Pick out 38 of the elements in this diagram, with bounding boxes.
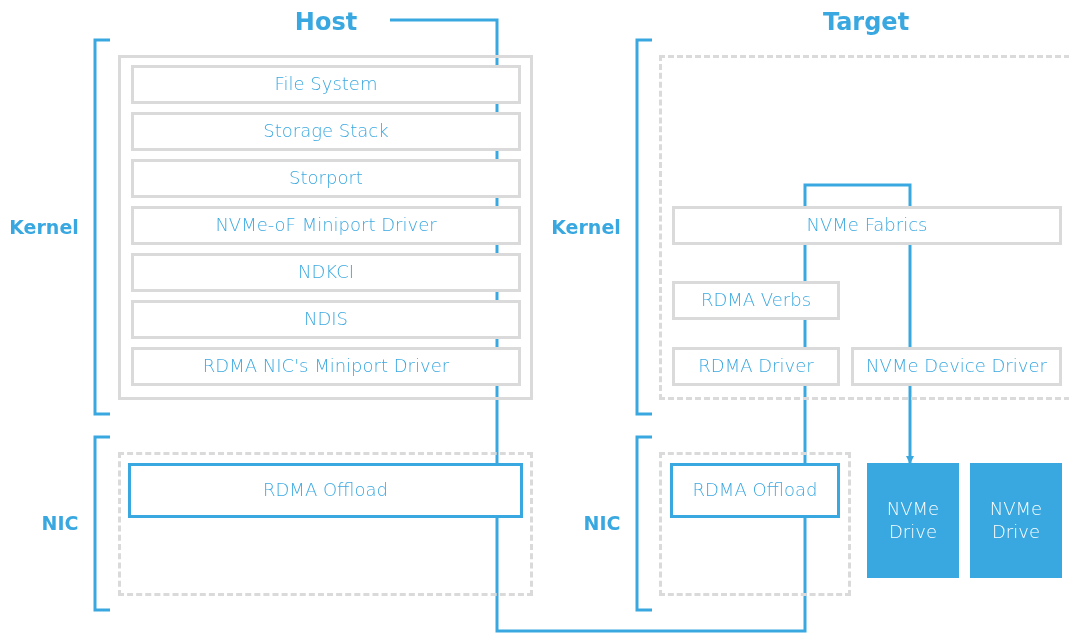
layer-box: Storport: [131, 159, 521, 198]
offload-box: RDMA Offload: [670, 463, 840, 518]
layer-box: Storage Stack: [131, 112, 521, 151]
layer-panel: [118, 55, 533, 400]
layer-box: RDMA NIC's Miniport Driver: [131, 347, 521, 386]
connector-line: [495, 518, 807, 633]
layer-label: NIC: [583, 512, 621, 534]
layer-box: NDIS: [131, 300, 521, 339]
layer-box: NVMe Device Driver: [851, 347, 1062, 386]
layer-label: NIC: [41, 512, 79, 534]
layer-box: NDKCI: [131, 253, 521, 292]
column-heading: Target: [822, 8, 910, 36]
layer-box: RDMA Verbs: [672, 281, 840, 320]
offload-box: RDMA Offload: [128, 463, 523, 518]
connector-line: [803, 320, 807, 347]
group-frame: [659, 452, 851, 596]
drive-block: NVMe Drive: [970, 463, 1062, 578]
connector-line: [803, 245, 807, 281]
layer-label: Kernel: [9, 216, 79, 238]
group-frame: [118, 452, 533, 596]
layer-box: NVMe Fabrics: [672, 206, 1062, 245]
connector-line: [495, 386, 499, 463]
layer-box: RDMA Driver: [672, 347, 840, 386]
connector-line: [495, 245, 499, 253]
group-frame: [659, 55, 1069, 400]
connector-line: [906, 386, 914, 464]
connector-line: [495, 339, 499, 347]
drive-block: NVMe Drive: [867, 463, 959, 578]
connector-line: [495, 151, 499, 159]
connector-line: [390, 18, 499, 65]
connector-line: [495, 104, 499, 112]
connector-line: [495, 198, 499, 206]
layer-box: NVMe-oF Miniport Driver: [131, 206, 521, 245]
layer-label: Kernel: [551, 216, 621, 238]
layer-box: File System: [131, 65, 521, 104]
column-heading: Host: [294, 8, 358, 36]
connector-line: [495, 292, 499, 300]
connector-line: [803, 386, 807, 463]
